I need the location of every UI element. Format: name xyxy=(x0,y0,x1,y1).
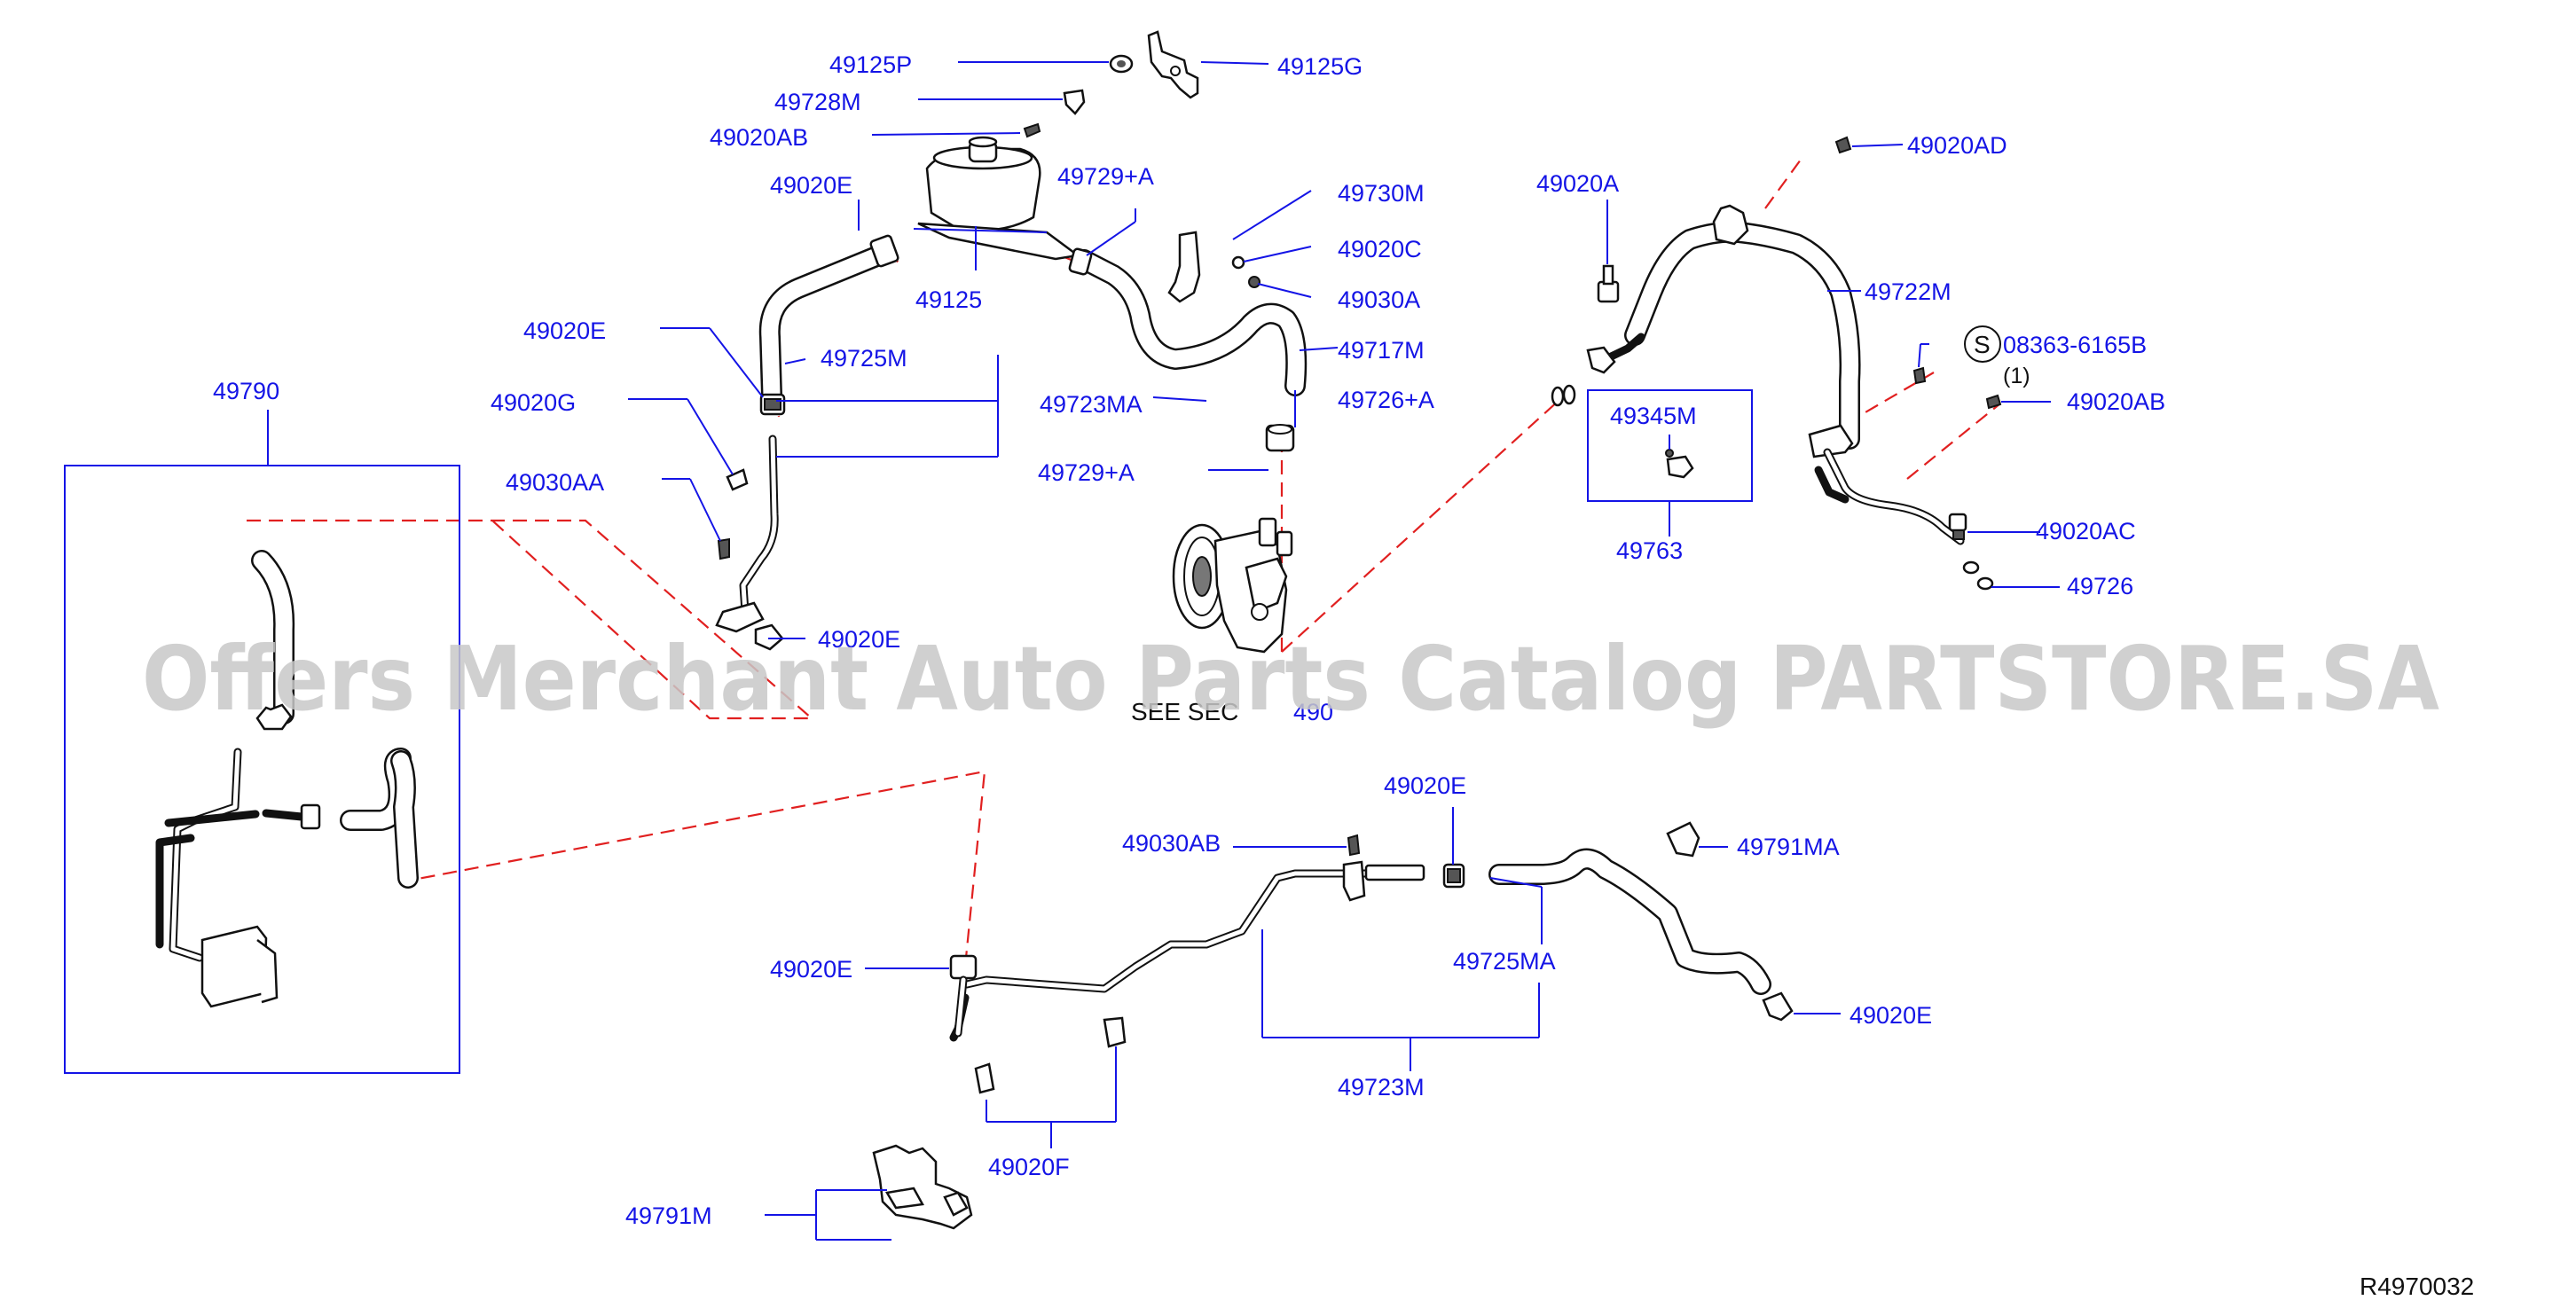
fitting-49020AC[interactable] xyxy=(1948,513,1967,540)
label-49020E-low-top[interactable]: 49020E xyxy=(1384,772,1466,799)
cooler-box-49790 xyxy=(64,465,460,1074)
label-49020E-low-right[interactable]: 49020E xyxy=(1850,1002,1932,1029)
clamp-49020E-low-top[interactable] xyxy=(1442,863,1465,889)
nut-49030A[interactable] xyxy=(1248,276,1261,288)
clamp-49729A-low[interactable] xyxy=(1265,424,1295,452)
label-49722M[interactable]: 49722M xyxy=(1865,278,1952,305)
label-49726[interactable]: 49726 xyxy=(2067,573,2133,599)
nut-49020C[interactable] xyxy=(1231,255,1245,270)
label-49020AB-right[interactable]: 49020AB xyxy=(2067,388,2165,415)
clamp-49020E-low-right[interactable] xyxy=(1762,991,1794,1022)
label-49030AA[interactable]: 49030AA xyxy=(506,469,604,496)
label-49020E-reservoir[interactable]: 49020E xyxy=(770,172,852,199)
bolt-49030AA[interactable] xyxy=(717,537,730,560)
see-sec-number[interactable]: 490 xyxy=(1293,699,1333,725)
label-49729A-low[interactable]: 49729+A xyxy=(1038,459,1135,486)
label-49020C[interactable]: 49020C xyxy=(1338,236,1422,262)
reference-code: R4970032 xyxy=(2360,1273,2474,1300)
label-49725M[interactable]: 49725M xyxy=(821,345,907,372)
clip-49728M[interactable] xyxy=(1063,89,1086,115)
hose-49722M[interactable] xyxy=(1586,204,1965,545)
reservoir-tank[interactable] xyxy=(917,136,1081,261)
label-49020AD[interactable]: 49020AD xyxy=(1907,132,2007,159)
clamp-49020E-low-left[interactable] xyxy=(949,954,978,1038)
label-49020AB-top[interactable]: 49020AB xyxy=(710,124,808,151)
o-rings-49726A[interactable] xyxy=(1551,384,1576,407)
clips-49020F[interactable] xyxy=(974,1016,1127,1094)
grommet-49125P[interactable] xyxy=(1109,54,1134,74)
bolt-49030AB[interactable] xyxy=(1347,834,1361,857)
clamp-49020E-reservoir[interactable] xyxy=(869,234,899,268)
label-49020E-left[interactable]: 49020E xyxy=(523,317,606,344)
label-49723MA[interactable]: 49723MA xyxy=(1040,391,1143,418)
label-08363-qty: (1) xyxy=(2003,364,2030,388)
label-49729A-top[interactable]: 49729+A xyxy=(1057,163,1154,190)
label-49020E-mid[interactable]: 49020E xyxy=(818,626,900,653)
hose-49717M[interactable] xyxy=(1073,249,1308,396)
bolt-49020AB-right[interactable] xyxy=(1985,394,2002,410)
label-49030AB[interactable]: 49030AB xyxy=(1122,830,1221,857)
see-sec-text: SEE SEC xyxy=(1131,698,1238,725)
watermark: Offers Merchant Auto Parts Catalog PARTS… xyxy=(142,627,2439,731)
s-symbol-text: S xyxy=(1974,331,1991,358)
callout-labels: 49125P 49125G 49728M 49020AB 49020E 4972… xyxy=(213,51,2165,1229)
label-49020G[interactable]: 49020G xyxy=(491,389,576,416)
fitting-49020A[interactable] xyxy=(1597,264,1620,303)
label-49717M[interactable]: 49717M xyxy=(1338,337,1425,364)
label-08363-6165B[interactable]: 08363-6165B xyxy=(2003,332,2147,358)
label-49125G[interactable]: 49125G xyxy=(1277,53,1363,80)
label-49790[interactable]: 49790 xyxy=(213,378,279,404)
power-steering-pump[interactable] xyxy=(1172,517,1293,654)
label-49723M[interactable]: 49723M xyxy=(1338,1074,1425,1101)
bracket-49730M[interactable] xyxy=(1167,231,1201,303)
pipe-49723M[interactable] xyxy=(949,860,1425,1042)
label-49125[interactable]: 49125 xyxy=(915,286,982,313)
pressure-switch-49345M[interactable] xyxy=(1665,449,1694,479)
pipe-49723MA[interactable] xyxy=(715,435,779,633)
label-49020E-low-left[interactable]: 49020E xyxy=(770,956,852,983)
label-49345M[interactable]: 49345M xyxy=(1610,403,1697,429)
label-49763[interactable]: 49763 xyxy=(1616,537,1683,564)
label-49020AC[interactable]: 49020AC xyxy=(2036,518,2136,544)
bolt-49020AB-top[interactable] xyxy=(1023,122,1041,138)
brackets-49791M[interactable] xyxy=(872,1144,973,1230)
label-49725MA[interactable]: 49725MA xyxy=(1453,948,1556,975)
bracket-49125G[interactable] xyxy=(1147,30,1199,99)
s-symbol: S xyxy=(1964,325,2001,363)
label-49728M[interactable]: 49728M xyxy=(774,89,861,115)
label-49726A[interactable]: 49726+A xyxy=(1338,387,1434,413)
clip-49791MA[interactable] xyxy=(1666,821,1700,858)
hose-49725MA[interactable] xyxy=(1488,848,1771,995)
label-49791MA[interactable]: 49791MA xyxy=(1737,834,1840,860)
label-49030A[interactable]: 49030A xyxy=(1338,286,1420,313)
clamp-49020E-left[interactable] xyxy=(759,393,786,416)
label-49791M[interactable]: 49791M xyxy=(625,1202,712,1229)
label-49020F[interactable]: 49020F xyxy=(988,1154,1070,1180)
label-49020A[interactable]: 49020A xyxy=(1536,170,1619,197)
clip-49020G[interactable] xyxy=(726,468,749,491)
label-49730M[interactable]: 49730M xyxy=(1338,180,1425,207)
bolt-49020AD[interactable] xyxy=(1834,136,1852,154)
hose-49725M[interactable] xyxy=(758,242,896,405)
bolt-08363-6165B[interactable] xyxy=(1912,366,1927,385)
clamp-49729A-top[interactable] xyxy=(1068,247,1093,276)
leader-lines xyxy=(267,61,2060,1241)
o-rings-49726[interactable] xyxy=(1962,560,1994,591)
cooler-assembly[interactable] xyxy=(155,550,419,1008)
label-49125P[interactable]: 49125P xyxy=(829,51,912,78)
clamp-49020E-mid[interactable] xyxy=(754,623,784,651)
